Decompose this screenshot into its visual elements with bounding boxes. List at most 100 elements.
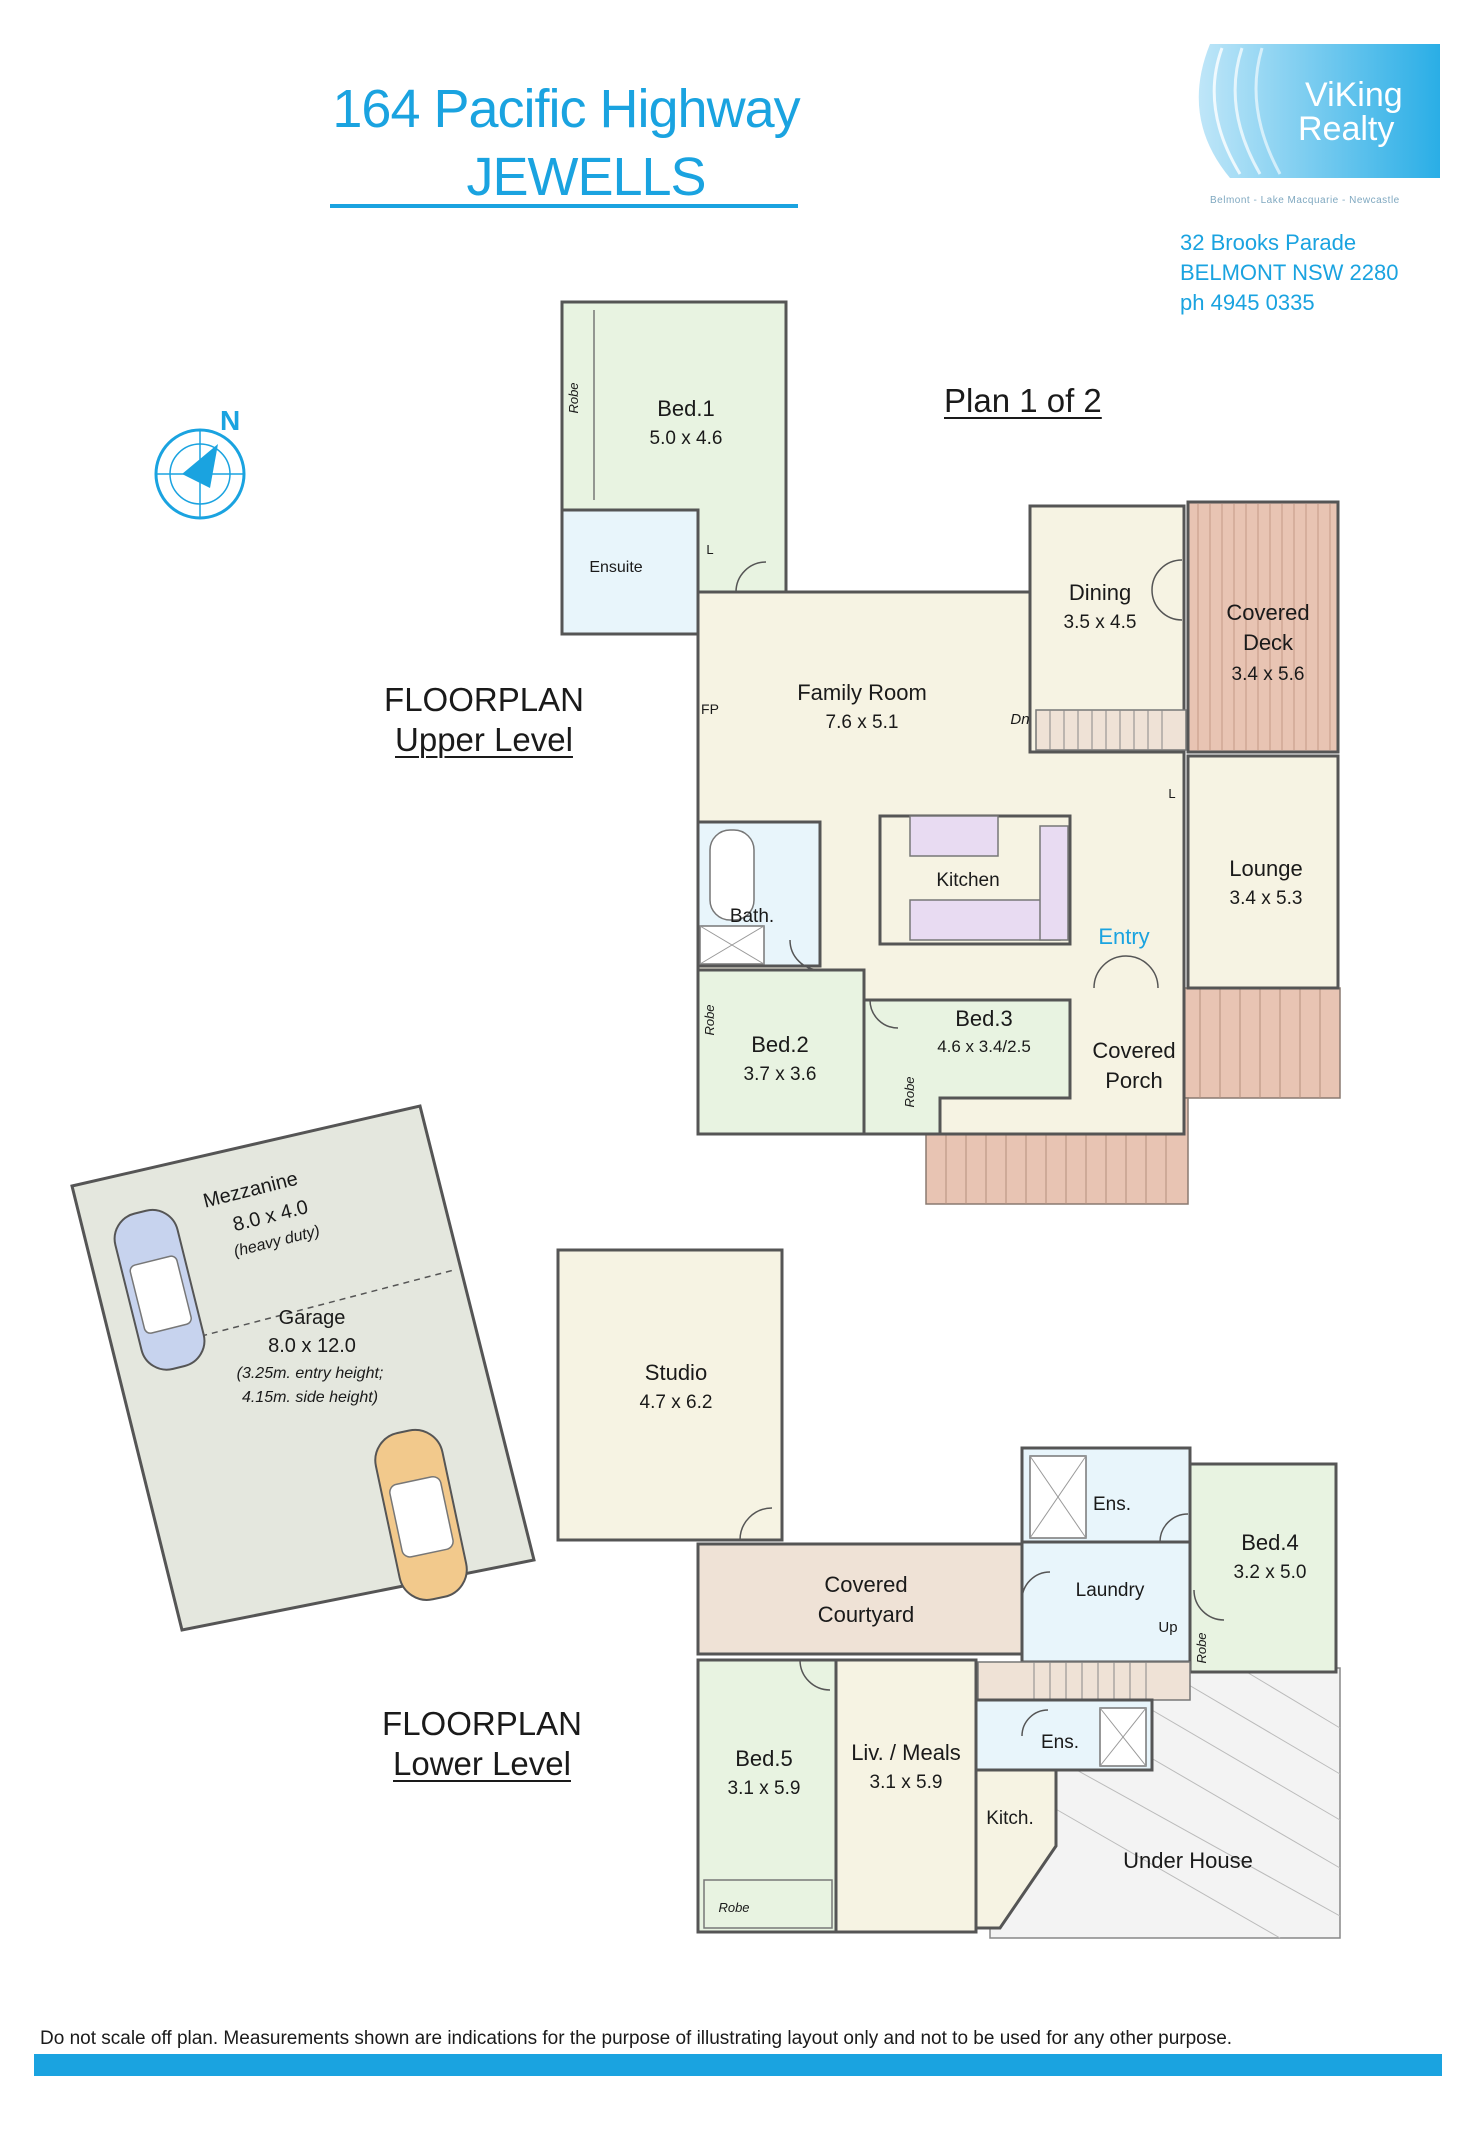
ens-top-door <box>1159 1513 1189 1543</box>
lower-heading-line1: FLOORPLAN <box>382 1705 582 1742</box>
kitchen-label: Kitchen <box>936 870 999 891</box>
garage-note-1: (3.25m. entry height; <box>237 1365 384 1382</box>
bed5-size: 3.1 x 5.9 <box>728 1778 801 1799</box>
dining-label: Dining <box>1069 580 1131 605</box>
ens-bottom-door <box>1021 1709 1049 1737</box>
stairs-up-label: Up <box>1158 1619 1177 1636</box>
agency-street: 32 Brooks Parade <box>1180 230 1357 255</box>
entry-door-left <box>1093 955 1127 989</box>
suburb-title: JEWELLS <box>466 147 706 207</box>
agency-logo: ViKing Realty Belmont - Lake Macquarie -… <box>1198 44 1440 206</box>
courtyard-label-1: Covered <box>824 1572 907 1597</box>
garage-plan: Mezzanine 8.0 x 4.0 (heavy duty) Garage … <box>70 1104 536 1632</box>
living-meals-size: 3.1 x 5.9 <box>870 1772 943 1793</box>
ensuite-label: Ensuite <box>589 559 642 576</box>
living-meals-room <box>834 1658 978 1934</box>
lower-stairs <box>977 1661 1191 1701</box>
bed2-robe-label: Robe <box>702 1004 717 1035</box>
lower-heading-line2: Lower Level <box>393 1745 571 1782</box>
covered-porch-label-2: Porch <box>1105 1068 1162 1093</box>
fireplace-label: FP <box>701 701 719 717</box>
covered-deck-size: 3.4 x 5.6 <box>1232 664 1305 685</box>
kitchenette-room <box>974 1768 1058 1930</box>
compass-north-label: N <box>220 405 240 436</box>
bed4-room <box>1188 1462 1338 1674</box>
studio-label: Studio <box>645 1360 707 1385</box>
garage-label: Garage <box>279 1307 346 1329</box>
linen-label-upper: L <box>706 542 713 557</box>
studio-size: 4.7 x 6.2 <box>640 1392 713 1413</box>
bed4-label: Bed.4 <box>1241 1530 1299 1555</box>
living-meals-label: Liv. / Meals <box>851 1740 961 1765</box>
kitchen-island <box>909 815 999 857</box>
entry-door-right <box>1125 955 1159 989</box>
ensuite-room <box>560 508 700 636</box>
dining-size: 3.5 x 4.5 <box>1064 612 1137 633</box>
linen-label-lounge: L <box>1168 786 1175 801</box>
title-underline <box>330 204 798 208</box>
bed3-door <box>869 999 899 1029</box>
dining-door-bottom <box>1151 589 1183 621</box>
lower-level-heading: FLOORPLAN Lower Level <box>352 1704 612 1784</box>
laundry-room <box>1020 1540 1192 1664</box>
lounge-room <box>1186 754 1340 990</box>
bed5-label: Bed.5 <box>735 1746 793 1771</box>
bed2-size: 3.7 x 3.6 <box>744 1064 817 1085</box>
logo-name-line1: ViKing <box>1305 76 1403 114</box>
bed1-door <box>735 561 767 593</box>
under-house-label: Under House <box>1123 1848 1253 1873</box>
agency-address: 32 Brooks Parade BELMONT NSW 2280 ph 494… <box>1180 228 1398 318</box>
north-compass: N <box>154 405 246 520</box>
ens-top-label: Ens. <box>1093 1494 1131 1515</box>
disclaimer-text: Do not scale off plan. Measurements show… <box>40 2028 1233 2049</box>
laundry-label: Laundry <box>1076 1580 1145 1601</box>
lounge-label: Lounge <box>1229 856 1302 881</box>
bed4-size: 3.2 x 5.0 <box>1234 1562 1307 1583</box>
upper-stairs <box>1035 709 1187 751</box>
bed5-door <box>799 1659 831 1691</box>
covered-deck-label-1: Covered <box>1226 600 1309 625</box>
property-address-title: 164 Pacific Highway <box>332 79 800 139</box>
upper-level-plan: Bed.1 5.0 x 4.6 Ensuite Dining 3.5 x 4.5… <box>560 300 1341 1205</box>
upper-level-heading: FLOORPLAN Upper Level <box>354 680 614 760</box>
bed2-label: Bed.2 <box>751 1032 809 1057</box>
agency-suburb: BELMONT NSW 2280 <box>1180 260 1399 285</box>
bed5-robe <box>703 1879 833 1929</box>
footer-bar <box>34 2054 1442 2076</box>
car-blue-icon <box>113 1208 206 1371</box>
bed5-robe-label: Robe <box>718 1900 749 1915</box>
plan-number: Plan 1 of 2 <box>944 382 1102 419</box>
ens-bottom-label: Ens. <box>1041 1732 1079 1753</box>
bath-label: Bath. <box>730 906 774 927</box>
bed4-door <box>1193 1589 1225 1621</box>
agency-phone: ph 4945 0335 <box>1180 290 1315 315</box>
bed3-label: Bed.3 <box>955 1006 1013 1031</box>
logo-name-line2: Realty <box>1298 110 1394 148</box>
covered-deck-boards <box>1197 504 1331 750</box>
bed4-robe-label: Robe <box>1194 1632 1209 1663</box>
car-gold-icon <box>374 1428 468 1601</box>
logo-sail-shape <box>1198 44 1440 178</box>
kitchen-bench <box>909 899 1061 941</box>
bed1-robe-label: Robe <box>566 382 581 413</box>
upper-heading-line1: FLOORPLAN <box>384 681 584 718</box>
stairs-down-label: Dn <box>1010 711 1029 728</box>
studio-room <box>556 1248 784 1542</box>
dining-door-top <box>1151 559 1183 591</box>
bed3-robe-label: Robe <box>902 1076 917 1107</box>
bathtub-icon <box>709 829 755 921</box>
laundry-door <box>1021 1571 1051 1601</box>
family-room-size: 7.6 x 5.1 <box>826 712 899 733</box>
lower-level-plan: Studio 4.7 x 6.2 Ens. Bed.4 3.2 x 5.0 Co… <box>556 1248 1341 1939</box>
studio-door <box>739 1507 773 1541</box>
mezzanine-edge <box>147 1269 455 1351</box>
bath-door <box>789 939 821 971</box>
family-room-label: Family Room <box>797 680 927 705</box>
garage-note-2: 4.15m. side height) <box>242 1389 378 1406</box>
covered-courtyard <box>696 1542 1024 1656</box>
covered-porch-label-1: Covered <box>1092 1038 1175 1063</box>
upper-heading-line2: Upper Level <box>395 721 573 758</box>
garage-size: 8.0 x 12.0 <box>268 1335 356 1357</box>
covered-deck <box>1186 500 1340 754</box>
logo-tagline: Belmont - Lake Macquarie - Newcastle <box>1210 195 1400 206</box>
